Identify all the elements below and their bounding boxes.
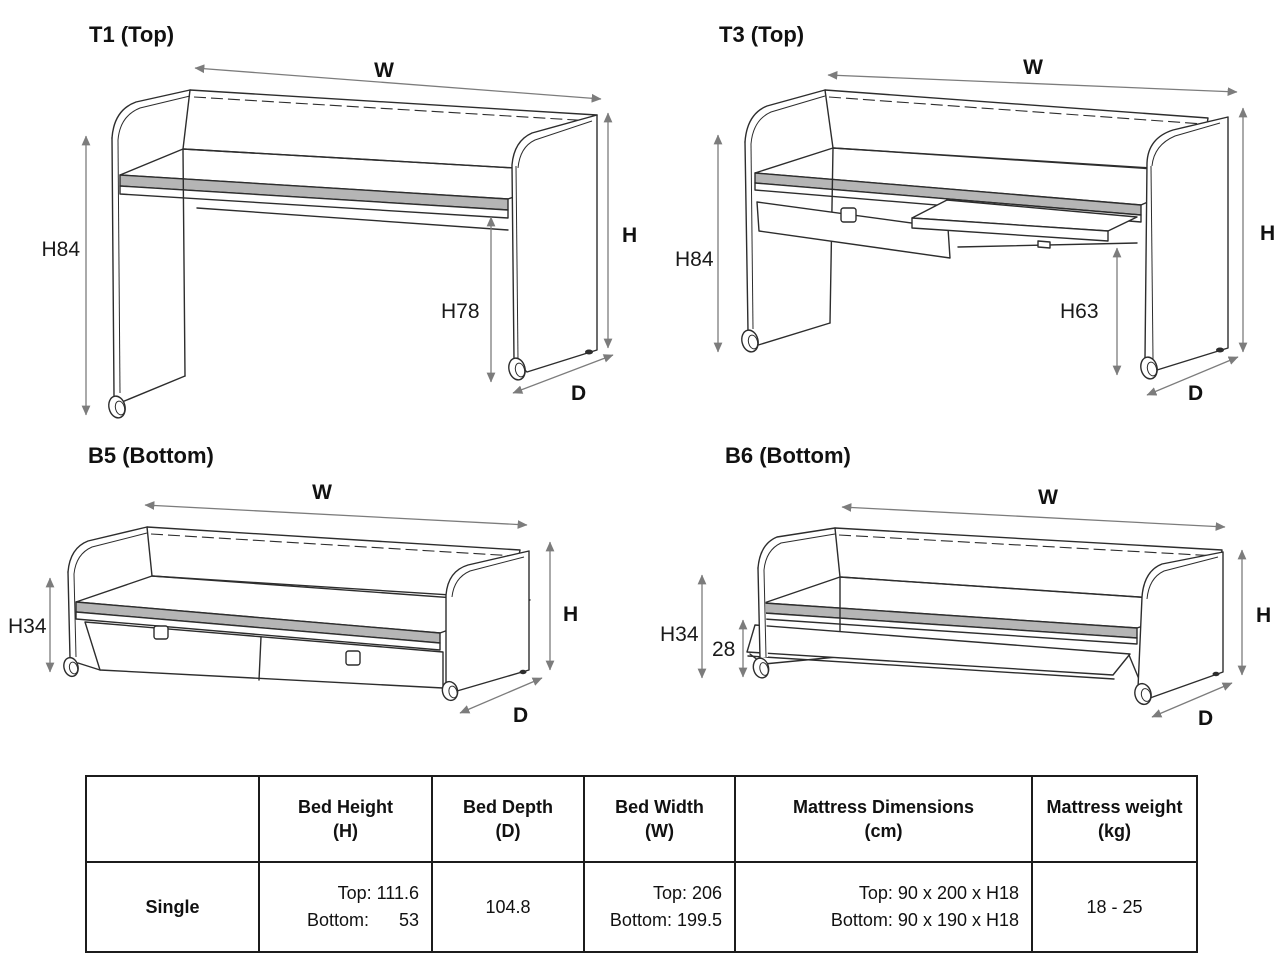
t1-width-arrow xyxy=(194,64,602,103)
b5-right-drawer-handle xyxy=(345,650,361,666)
t3-width-arrow xyxy=(827,70,1238,97)
t1-depth-label: D xyxy=(571,382,586,405)
t3-title: T3 (Top) xyxy=(719,22,804,47)
b5-depth-arrow xyxy=(459,677,543,714)
b6-width-label: W xyxy=(1038,486,1058,509)
b6-depth-label: D xyxy=(1198,707,1213,730)
b6-bed-drawing xyxy=(746,527,1224,706)
t1-dimension-arrows xyxy=(81,64,614,416)
b5-bed-drawing xyxy=(63,526,531,702)
b6-depth-arrow xyxy=(1151,682,1233,718)
b6-dimension-arrows xyxy=(697,503,1247,718)
diagram-t1: T1 (Top) W H H84 H78 D xyxy=(41,22,637,419)
t1-side-height-label: H84 xyxy=(41,238,80,261)
b5-dimension-arrows xyxy=(45,501,555,714)
dimensions-table: Bed Height(H) Bed Depth(D) Bed Width(W) … xyxy=(85,775,1198,953)
b5-left-panel xyxy=(67,526,148,573)
cell-row-label: Single xyxy=(85,861,260,953)
b6-left-panel xyxy=(757,527,836,569)
b6-side-height-label: H34 xyxy=(660,623,699,646)
t3-left-panel xyxy=(744,89,826,143)
t3-bed-drawing xyxy=(741,89,1229,380)
b5-title: B5 (Bottom) xyxy=(88,443,214,468)
t1-bed-drawing xyxy=(108,89,598,419)
header-mattress-weight: Mattress weight(kg) xyxy=(1031,775,1198,863)
cell-bed-depth: 104.8 xyxy=(431,861,585,953)
t3-depth-label: D xyxy=(1188,382,1203,405)
cell-mattress-dimensions: Top: 90 x 200 x H18 Bottom: 90 x 190 x H… xyxy=(734,861,1033,953)
cell-bed-width: Top: 206 Bottom: 199.5 xyxy=(583,861,736,953)
b5-side-height-label: H34 xyxy=(8,615,47,638)
table-row-single: Single Top: 111.6 Bottom: 53 104.8 Top: … xyxy=(85,861,1198,953)
t3-dimension-arrows xyxy=(713,70,1248,396)
t3-height-label: H xyxy=(1260,222,1275,245)
b6-title: B6 (Bottom) xyxy=(725,443,851,468)
t1-right-panel xyxy=(511,114,598,373)
t1-width-label: W xyxy=(374,59,394,82)
cell-mattress-weight: 18 - 25 xyxy=(1031,861,1198,953)
t1-underbed-height-label: H78 xyxy=(441,300,480,323)
b6-height-label: H xyxy=(1256,604,1271,627)
t1-depth-arrow xyxy=(512,354,614,394)
header-mattress-dimensions: Mattress Dimensions(cm) xyxy=(734,775,1033,863)
header-empty xyxy=(85,775,260,863)
b6-width-arrow xyxy=(841,503,1226,531)
t3-underbed-height-label: H63 xyxy=(1060,300,1099,323)
header-bed-height: Bed Height(H) xyxy=(258,775,433,863)
t1-left-panel xyxy=(111,89,191,139)
b6-fold-panel xyxy=(746,624,1131,676)
t3-width-label: W xyxy=(1023,56,1043,79)
t3-drawer xyxy=(756,201,951,259)
b5-right-panel xyxy=(445,550,530,692)
b5-drawer-divider xyxy=(258,636,262,681)
t3-depth-arrow xyxy=(1146,356,1239,396)
table-header-row: Bed Height(H) Bed Depth(D) Bed Width(W) … xyxy=(85,775,1198,863)
t3-side-height-label: H84 xyxy=(675,248,714,271)
t1-title: T1 (Top) xyxy=(89,22,174,47)
t3-drawer-handle xyxy=(840,207,857,223)
b5-depth-label: D xyxy=(513,704,528,727)
header-bed-depth: Bed Depth(D) xyxy=(431,775,585,863)
cell-bed-height: Top: 111.6 Bottom: 53 xyxy=(258,861,433,953)
b5-height-label: H xyxy=(563,603,578,626)
b5-width-label: W xyxy=(312,481,332,504)
header-bed-width: Bed Width(W) xyxy=(583,775,736,863)
t1-height-label: H xyxy=(622,224,637,247)
b5-left-drawer-handle xyxy=(153,625,169,640)
diagram-b6: B6 (Bottom) W H H34 28 D xyxy=(660,443,1271,730)
diagram-b5: B5 (Bottom) W H H34 D xyxy=(8,443,578,727)
diagram-t3: T3 (Top) W H H84 H63 D xyxy=(675,22,1275,405)
b6-fold-height-label: 28 xyxy=(712,638,735,661)
b6-right-panel xyxy=(1137,551,1224,699)
t3-right-panel xyxy=(1144,116,1229,371)
b5-width-arrow xyxy=(144,501,528,529)
